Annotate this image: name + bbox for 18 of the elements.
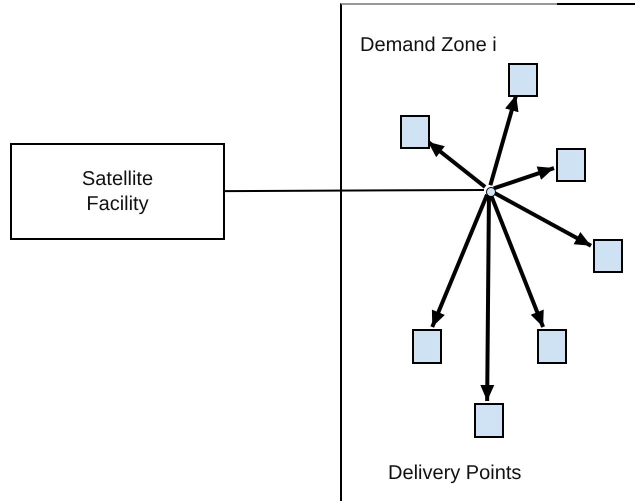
arrow	[480, 194, 494, 402]
zone-title: Demand Zone i	[360, 33, 497, 57]
delivery-point-square	[412, 329, 442, 364]
arrow	[430, 194, 489, 328]
arrow	[488, 194, 545, 328]
delivery-point-square	[474, 403, 504, 438]
hub-node	[486, 187, 496, 197]
delivery-point-square	[556, 148, 586, 182]
arrow	[493, 166, 555, 190]
process-box	[10, 143, 225, 240]
delivery-point-square	[593, 239, 623, 273]
delivery-point-square	[537, 329, 567, 364]
delivery-point-square	[508, 63, 538, 97]
arrow	[492, 190, 592, 248]
box-label: Satellite Facility	[80, 166, 154, 216]
zone-caption: Delivery Points	[388, 461, 522, 485]
delivery-point-square	[400, 115, 430, 149]
connector-line	[225, 189, 484, 192]
